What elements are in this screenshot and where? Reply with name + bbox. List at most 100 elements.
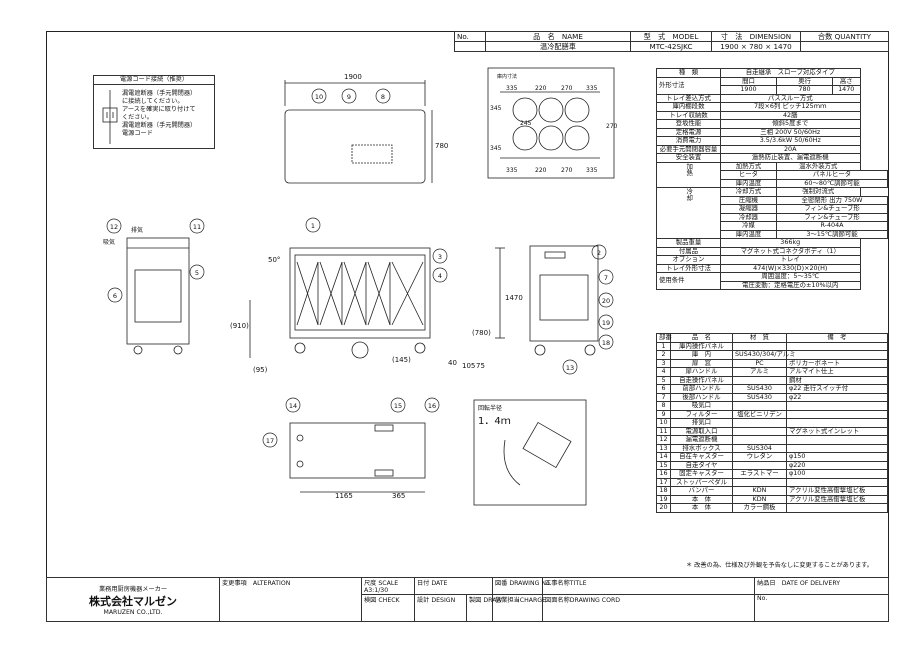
spec-group-label: 加熱	[656, 161, 721, 188]
no-label-bottom: No.	[754, 594, 889, 622]
part-material: エラストマー	[732, 469, 787, 479]
title-label: 工事名称TITLE	[542, 577, 756, 595]
spec-label: ヒータ	[720, 170, 777, 180]
part-no: 10	[656, 418, 671, 428]
spec-dim-v3: 1470	[832, 85, 861, 95]
maker-line: 業務用厨房機器メーカー	[98, 585, 168, 593]
part-note: φ100	[786, 469, 888, 479]
spec-header-value: 自走継承 スロープ対応タイプ	[720, 68, 861, 78]
dim-height: 1470	[505, 294, 523, 302]
callout-3: 3	[438, 253, 442, 261]
callout-8: 8	[381, 93, 385, 101]
dim-d105: 105	[462, 362, 475, 370]
company-block: 業務用厨房機器メーカー 株式会社マルゼン MARUZEN CO.,LTD.	[46, 577, 220, 622]
part-no: 6	[656, 384, 671, 394]
dim-value: 1900 × 780 × 1470	[711, 41, 801, 52]
tray-220a: 220	[535, 85, 547, 92]
spec-label: 冷媒	[720, 221, 777, 231]
power-line2: に接続してください。	[122, 98, 184, 105]
dim-h910: (910)	[230, 322, 249, 330]
spec-value: 7段×6列 ピッチ125ｍｍ	[720, 102, 861, 112]
callout-10: 10	[315, 93, 323, 101]
tray-245: 245	[520, 120, 532, 127]
spec-value: 過熱防止装置、漏電遮断機	[720, 153, 861, 163]
part-no: 12	[656, 435, 671, 445]
tray-335a: 335	[506, 85, 518, 92]
callout-18: 18	[602, 339, 610, 347]
turn-diagram	[503, 421, 572, 486]
parts-header-name: 品 名	[670, 333, 733, 343]
top-view	[284, 80, 433, 184]
part-material	[732, 426, 787, 436]
part-note: φ22 走行スイッチ付	[786, 384, 888, 394]
part-no: 20	[656, 503, 671, 513]
spec-value: R-404A	[776, 221, 888, 231]
part-no: 14	[656, 452, 671, 462]
callouts	[106, 88, 614, 448]
part-name: 自在キャスター	[670, 452, 733, 462]
part-name: 扉ハンドル	[670, 367, 733, 377]
tray-layout-box	[487, 67, 615, 179]
label-exhaust: 排気	[131, 226, 143, 234]
spec-value: パネルヒータ	[776, 170, 888, 180]
spec-dim-v2: 780	[776, 85, 833, 95]
spec-cond-label: 使用条件	[656, 272, 721, 290]
tray-270a: 270	[561, 85, 573, 92]
part-no: 4	[656, 367, 671, 377]
power-label-cord: 電源コード	[122, 130, 153, 137]
spec-row: 冷却冷却方式強制対流式	[656, 187, 888, 239]
turn-title: 回転半径	[478, 404, 502, 412]
spec-cond-line2: 電圧変動：定格電圧の±10%以内	[720, 280, 861, 290]
company-name: 株式会社マルゼン	[89, 594, 177, 608]
callout-17: 17	[266, 437, 274, 445]
tray-220b: 220	[535, 167, 547, 174]
qty-label: 合数 QUANTITY	[800, 31, 889, 42]
turn-radius-box	[473, 399, 587, 506]
spec-label: 製品重量	[656, 238, 721, 248]
part-material: カラー鋼板	[732, 503, 787, 513]
title-block: No. 品 名 NAME 型 式 MODEL 寸 法 DIMENSION 合数 …	[454, 31, 889, 52]
power-line3: アースを確実に取り付けて	[122, 106, 196, 113]
cord-label: 図面名称DRAWING CORD	[542, 594, 756, 622]
callout-11: 11	[193, 223, 201, 231]
front-view	[249, 247, 505, 359]
technical-drawing: 1900 780 庫内寸法 335 335 335 335 270 270 27…	[103, 67, 618, 506]
dim-d75: 75	[476, 362, 485, 370]
spec-label: 安全装置	[656, 153, 721, 163]
callout-20: 20	[602, 297, 610, 305]
part-name: 前部ハンドル	[670, 384, 733, 394]
part-name: 本 体	[670, 503, 733, 513]
dim-d40: 40	[448, 359, 457, 367]
spec-label: オプション	[656, 255, 721, 265]
dim-b365: 365	[392, 492, 405, 500]
spec-value: トレイ	[720, 255, 861, 265]
label-intake: 吸気	[103, 238, 115, 246]
callout-12: 12	[110, 223, 118, 231]
dim-b1165: 1165	[335, 492, 353, 500]
spec-group-label: 冷却	[656, 187, 721, 239]
callout-7: 7	[604, 274, 608, 282]
spec-label: トレイ外形寸法	[656, 263, 721, 273]
part-note	[786, 435, 888, 445]
spec-row: 安全装置過熱防止装置、漏電遮断機	[656, 153, 888, 163]
charge-label: 営業担当CHARGE	[492, 594, 546, 622]
parts-header-note: 備 考	[786, 333, 888, 343]
tray-335b: 335	[586, 85, 598, 92]
part-name: バンパー	[670, 486, 733, 496]
spec-label: 消費電力	[656, 136, 721, 146]
part-note: マグネット式インレット	[786, 426, 888, 436]
drawing-no-label: 図番 DRAWING No.	[492, 577, 552, 595]
delivery-label: 納品日 DATE OF DELIVERY	[754, 577, 889, 595]
spec-dim-v1: 1900	[720, 85, 777, 95]
part-note	[786, 409, 888, 419]
spec-value: 366kg	[720, 238, 861, 248]
bottom-title-block: 業務用厨房機器メーカー 株式会社マルゼン MARUZEN CO.,LTD. 変更…	[46, 577, 889, 622]
part-note	[786, 418, 888, 428]
power-line1: 漏電遮断器（手元開閉器）	[122, 90, 197, 97]
callout-9: 9	[347, 93, 351, 101]
